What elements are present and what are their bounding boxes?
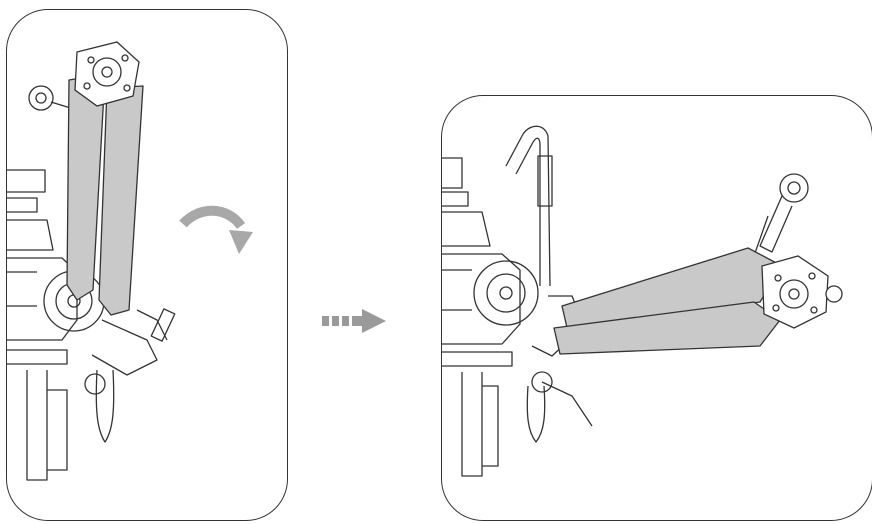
motor-head: [761, 255, 843, 329]
dashed-step-arrow-icon: [322, 309, 386, 333]
arm-right: [98, 85, 144, 316]
folded-arms: [66, 73, 144, 316]
frame-block: [7, 169, 46, 193]
arm-lower: [553, 301, 781, 355]
motor-hub: [473, 260, 539, 326]
step-panel-folded: [6, 9, 288, 521]
drone-folded-illustration: [7, 41, 253, 481]
step-panel-unfolded: [441, 95, 872, 521]
motor-head: [74, 41, 140, 107]
drone-unfolded-illustration: [442, 125, 843, 477]
arm-left: [66, 73, 106, 301]
unfolded-arms: [553, 247, 783, 355]
curved-rotation-arrow-icon: [179, 205, 253, 254]
